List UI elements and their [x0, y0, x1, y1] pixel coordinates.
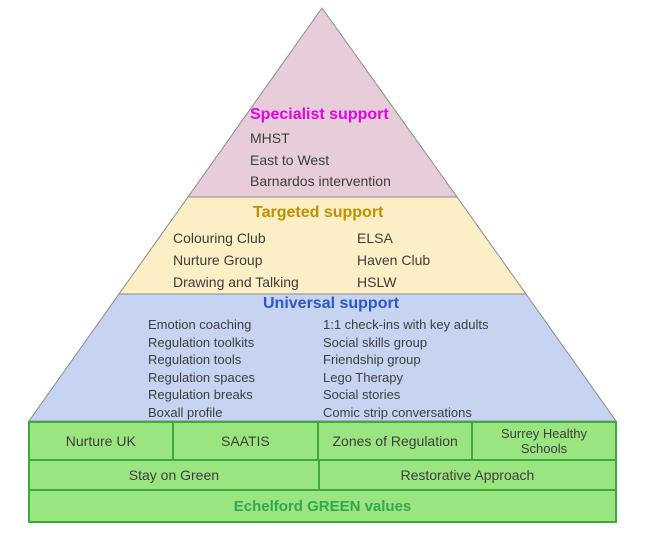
table-row: Nurture UK SAATIS Zones of Regulation Su… [30, 423, 615, 459]
specialist-support-section: Specialist support MHST East to West Bar… [250, 106, 391, 193]
universal-item: Comic strip conversations [323, 404, 472, 420]
table-cell-nurture-uk: Nurture UK [65, 433, 136, 449]
universal-item: Regulation tools [148, 352, 242, 368]
specialist-item: East to West [250, 151, 330, 168]
universal-item: 1:1 check-ins with key adults [323, 317, 489, 332]
universal-item: Boxall profile [148, 404, 223, 420]
universal-item: Social stories [323, 387, 401, 403]
targeted-item: ELSA [357, 230, 393, 246]
universal-item: Regulation toolkits [148, 334, 255, 350]
targeted-support-left-column: Colouring Club Nurture Group Drawing and… [173, 227, 299, 293]
table-cell-stay-on-green: Stay on Green [128, 467, 220, 483]
universal-item: Lego Therapy [323, 369, 403, 385]
targeted-support-right-column: ELSA Haven Club HSLW [357, 227, 430, 293]
universal-item: Regulation spaces [148, 369, 255, 385]
targeted-item: Nurture Group [173, 252, 263, 268]
table-cell-saatis: SAATIS [171, 423, 318, 459]
targeted-item: HSLW [357, 274, 397, 290]
specialist-item: Barnardos intervention [250, 173, 391, 189]
targeted-item: Colouring Club [173, 230, 266, 246]
universal-item: Friendship group [323, 352, 421, 368]
universal-item: Emotion coaching [148, 317, 252, 332]
foundation-table: Nurture UK SAATIS Zones of Regulation Su… [28, 421, 617, 523]
table-row: Stay on Green Restorative Approach [30, 459, 615, 489]
targeted-item: Drawing and Talking [173, 274, 299, 290]
universal-support-left-column: Emotion coaching Regulation toolkits Reg… [148, 316, 255, 422]
targeted-support-title: Targeted support [253, 204, 384, 221]
universal-item: Social skills group [323, 334, 428, 350]
table-cell-zones-of-regulation: Zones of Regulation [317, 423, 471, 459]
targeted-item: Haven Club [357, 252, 431, 268]
table-cell-surrey-healthy-schools: Surrey Healthy Schools [471, 423, 615, 459]
universal-item: Regulation breaks [148, 387, 253, 403]
table-cell-restorative-approach: Restorative Approach [317, 461, 615, 489]
universal-support-right-column: 1:1 check-ins with key adults Social ski… [323, 316, 488, 422]
universal-support-title: Universal support [263, 295, 400, 312]
specialist-item: MHST [250, 130, 290, 146]
table-cell-echelford-green-values: Echelford GREEN values [233, 497, 412, 515]
specialist-support-title: Specialist support [250, 106, 389, 123]
table-row: Echelford GREEN values [30, 489, 615, 521]
